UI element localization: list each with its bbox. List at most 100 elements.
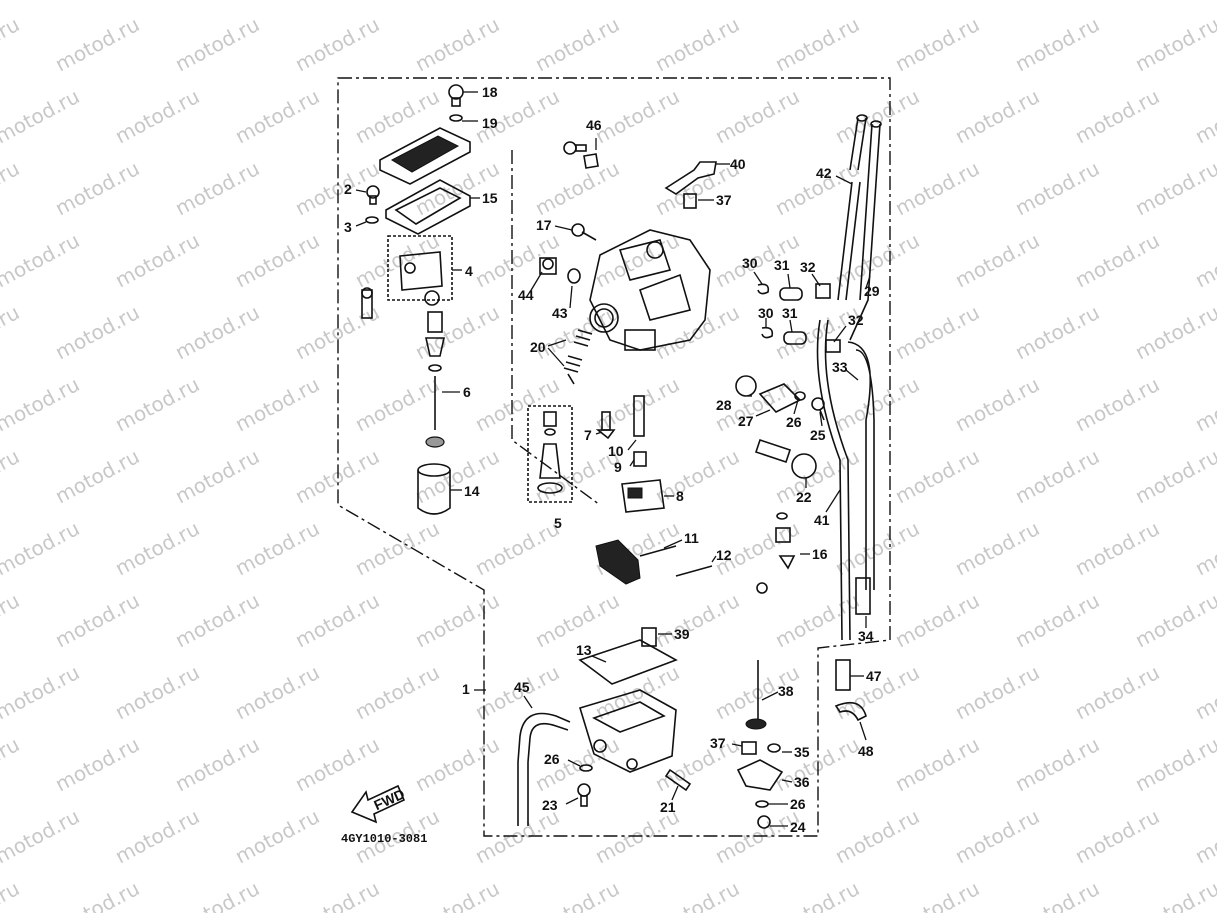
watermark-text: motod.ru — [1071, 372, 1163, 436]
callout-43: 43 — [552, 305, 568, 321]
watermark-text: motod.ru — [591, 84, 683, 148]
watermark-text: motod.ru — [951, 516, 1043, 580]
watermark-text: motod.ru — [171, 732, 263, 796]
watermark-text: motod.ru — [951, 228, 1043, 292]
part-cap-31a — [779, 287, 803, 301]
part-washer-19 — [449, 114, 463, 122]
watermark-text: motod.ru — [1131, 300, 1217, 364]
watermark-text: motod.ru — [171, 876, 263, 913]
watermark-text: motod.ru — [1011, 300, 1103, 364]
watermark-text: motod.ru — [831, 516, 923, 580]
watermark-text: motod.ru — [0, 588, 23, 652]
watermark-text: motod.ru — [951, 804, 1043, 868]
part-pin-12 — [675, 565, 713, 577]
part-screw-17 — [571, 223, 597, 241]
callout-11: 11 — [684, 530, 699, 546]
watermark-text: motod.ru — [111, 660, 203, 724]
part-screw-24 — [757, 815, 771, 829]
part-washer-26c — [755, 800, 769, 808]
part-fitting-32a — [815, 283, 831, 299]
watermark-text: motod.ru — [891, 300, 983, 364]
part-hose-end-34 — [855, 577, 871, 615]
callout-17: 17 — [536, 217, 552, 233]
callout-47: 47 — [866, 668, 882, 684]
watermark-text: motod.ru — [0, 0, 83, 4]
callout-8: 8 — [676, 488, 684, 504]
watermark-text: motod.ru — [771, 444, 863, 508]
watermark-text: motod.ru — [291, 444, 383, 508]
part-screw-23 — [577, 783, 591, 807]
callout-37a: 37 — [716, 192, 732, 208]
watermark-text: motod.ru — [771, 732, 863, 796]
callout-14: 14 — [464, 483, 480, 499]
part-oring-28 — [735, 375, 757, 397]
part-washer-26a — [794, 391, 806, 401]
part-float-bowl — [579, 689, 677, 773]
watermark-text: motod.ru — [111, 516, 203, 580]
watermark-text: motod.ru — [291, 12, 383, 76]
watermark-text: motod.ru — [831, 0, 923, 4]
watermark-text: motod.ru — [351, 660, 443, 724]
watermark-text: motod.ru — [1191, 0, 1217, 4]
watermark-text: motod.ru — [231, 0, 323, 4]
callout-26c: 26 — [790, 796, 806, 812]
part-hose-29 — [849, 120, 882, 341]
watermark-text: motod.ru — [0, 516, 83, 580]
watermark-text: motod.ru — [171, 156, 263, 220]
watermark-text: motod.ru — [651, 588, 743, 652]
callout-28: 28 — [716, 397, 732, 413]
watermark-text: motod.ru — [891, 876, 983, 913]
callout-12: 12 — [716, 547, 732, 563]
watermark-text: motod.ru — [651, 12, 743, 76]
watermark-text: motod.ru — [111, 0, 203, 4]
watermark-text: motod.ru — [471, 0, 563, 4]
watermark-text: motod.ru — [711, 84, 803, 148]
watermark-text: motod.ru — [771, 12, 863, 76]
watermark-text: motod.ru — [111, 84, 203, 148]
watermark-text: motod.ru — [891, 732, 983, 796]
watermark-text: motod.ru — [951, 0, 1043, 4]
callout-32b: 32 — [848, 312, 864, 328]
watermark-text: motod.ru — [291, 876, 383, 913]
part-hose-45 — [517, 712, 571, 826]
part-oring-35 — [767, 743, 781, 753]
watermark-text: motod.ru — [831, 84, 923, 148]
watermark-text: motod.ru — [471, 516, 563, 580]
callout-7: 7 — [584, 427, 592, 443]
watermark-text: motod.ru — [1131, 12, 1217, 76]
callout-44: 44 — [518, 287, 534, 303]
part-screws-46 — [563, 141, 599, 169]
part-needle-38 — [745, 660, 767, 730]
callout-19: 19 — [482, 115, 498, 131]
callout-42: 42 — [816, 165, 832, 181]
callout-2: 2 — [344, 181, 352, 197]
watermark-text: motod.ru — [411, 300, 503, 364]
watermark-text: motod.ru — [831, 372, 923, 436]
part-cap-31b — [783, 331, 807, 345]
part-lever-40 — [664, 161, 717, 195]
watermark-text: motod.ru — [1011, 444, 1103, 508]
fwd-arrow-icon: FWD — [350, 784, 407, 824]
part-jet-7 — [595, 411, 616, 440]
watermark-text: motod.ru — [591, 372, 683, 436]
part-jet-needle-6 — [425, 311, 445, 448]
part-gasket-13 — [578, 639, 678, 685]
watermark-text: motod.ru — [51, 876, 143, 913]
watermark-text: motod.ru — [0, 84, 83, 148]
part-drain-screw-21 — [664, 768, 692, 792]
watermark-text: motod.ru — [0, 804, 83, 868]
part-needle-valve-5 — [527, 405, 573, 503]
callout-18: 18 — [482, 84, 498, 100]
watermark-text: motod.ru — [1191, 84, 1217, 148]
callout-41: 41 — [814, 512, 830, 528]
watermark-text: motod.ru — [1131, 732, 1217, 796]
watermark-text: motod.ru — [1071, 804, 1163, 868]
part-float-8 — [621, 479, 665, 513]
callout-16: 16 — [812, 546, 828, 562]
watermark-text: motod.ru — [51, 300, 143, 364]
callout-15: 15 — [482, 190, 498, 206]
watermark-text: motod.ru — [351, 0, 443, 4]
watermark-text: motod.ru — [0, 444, 23, 508]
watermark-text: motod.ru — [1071, 84, 1163, 148]
assembly-frame — [337, 77, 891, 837]
